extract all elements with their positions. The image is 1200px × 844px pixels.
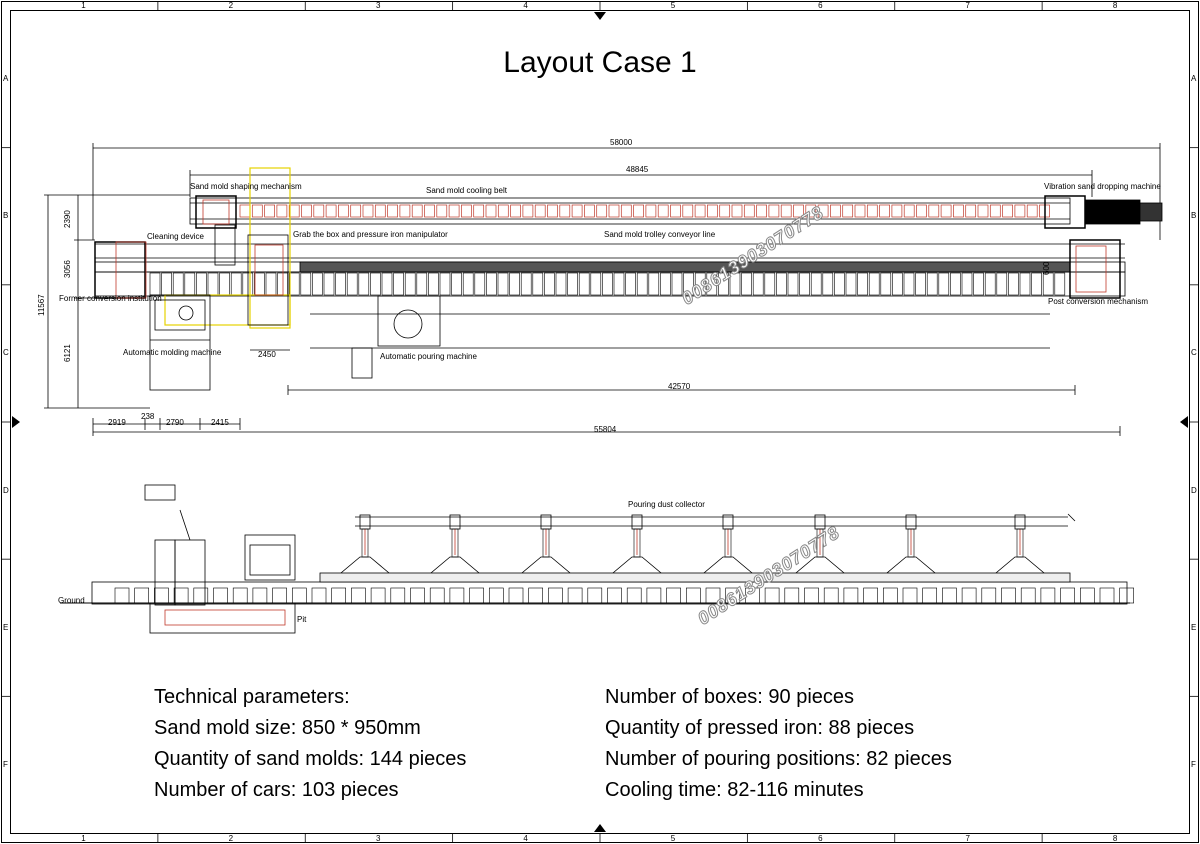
column-ref-3: 3 xyxy=(375,1,381,10)
row-ref-B: B xyxy=(1191,211,1197,221)
column-ref-1: 1 xyxy=(81,834,86,843)
label-former-conversion: Former conversion institution xyxy=(59,294,162,303)
row-ref-C: C xyxy=(1191,348,1197,358)
plan-view xyxy=(44,143,1163,436)
row-ref-C: C xyxy=(3,348,9,358)
elevation-view xyxy=(60,484,1134,634)
label-ground: Ground xyxy=(58,596,85,605)
column-ref-4: 4 xyxy=(523,834,528,843)
dim-2919: 2919 xyxy=(108,418,126,427)
dim-2390: 2390 xyxy=(63,210,72,228)
label-molding-machine: Automatic molding machine xyxy=(123,348,222,357)
label-shaping-mechanism: Sand mold shaping mechanism xyxy=(190,182,302,191)
dim-2790: 2790 xyxy=(166,418,184,427)
dim-55804: 55804 xyxy=(594,425,617,434)
row-ref-F: F xyxy=(1191,759,1196,769)
trolley-cells xyxy=(149,272,1066,296)
row-ref-F: F xyxy=(3,759,8,769)
column-ref-5: 5 xyxy=(670,1,676,10)
column-ref-8: 8 xyxy=(1112,1,1118,10)
label-manipulator: Grab the box and pressure iron manipulat… xyxy=(293,230,448,239)
column-ref-2: 2 xyxy=(228,1,234,10)
row-ref-A: A xyxy=(3,74,9,84)
param-right-1: Quantity of pressed iron: 88 pieces xyxy=(605,717,915,739)
column-ref-8: 8 xyxy=(1112,834,1118,843)
dim-600: 600 xyxy=(1042,261,1051,275)
column-ref-4: 4 xyxy=(523,1,528,10)
param-right-2: Number of pouring positions: 82 pieces xyxy=(605,748,952,770)
column-ref-2: 2 xyxy=(228,834,234,843)
dim-2450: 2450 xyxy=(258,350,276,359)
cooling-belt-cells xyxy=(239,204,1050,218)
column-ref-5: 5 xyxy=(670,834,676,843)
dim-48845: 48845 xyxy=(626,165,649,174)
param-left-2: Quantity of sand molds: 144 pieces xyxy=(154,748,467,770)
label-vibration-machine: Vibration sand dropping machine xyxy=(1044,182,1161,191)
label-post-conversion: Post conversion mechanism xyxy=(1048,297,1149,306)
drawing-title: Layout Case 1 xyxy=(503,46,697,79)
column-ref-7: 7 xyxy=(965,1,970,10)
column-ref-6: 6 xyxy=(818,1,823,10)
column-ref-6: 6 xyxy=(818,834,823,843)
label-cooling-belt: Sand mold cooling belt xyxy=(426,186,507,195)
row-ref-A: A xyxy=(1191,74,1197,84)
row-ref-E: E xyxy=(3,622,9,632)
centering-marks xyxy=(12,12,1188,832)
row-ref-D: D xyxy=(1191,485,1197,495)
param-left-1: Sand mold size: 850 * 950mm xyxy=(154,717,421,739)
rail-cells xyxy=(114,587,1134,604)
column-ref-1: 1 xyxy=(81,1,86,10)
dim-42570: 42570 xyxy=(668,382,691,391)
column-ref-7: 7 xyxy=(965,834,970,843)
param-right-3: Cooling time: 82-116 minutes xyxy=(605,779,864,801)
param-left-0: Technical parameters: xyxy=(154,686,350,708)
dim-238: 238 xyxy=(141,412,155,421)
param-right-0: Number of boxes: 90 pieces xyxy=(605,686,855,708)
dim-3056: 3056 xyxy=(63,260,72,278)
dim-11567: 11567 xyxy=(37,294,46,316)
dim-58000: 58000 xyxy=(610,138,633,147)
dust-collector-hoods xyxy=(333,514,1052,579)
dim-2415: 2415 xyxy=(211,418,229,427)
label-trolley-line: Sand mold trolley conveyor line xyxy=(604,230,716,239)
column-ref-3: 3 xyxy=(375,834,381,843)
label-pouring-machine: Automatic pouring machine xyxy=(380,352,477,361)
param-left-3: Number of cars: 103 pieces xyxy=(154,779,399,801)
dim-6121: 6121 xyxy=(63,344,72,362)
label-dust-collector: Pouring dust collector xyxy=(628,500,705,509)
label-pit: Pit xyxy=(297,615,307,624)
row-ref-B: B xyxy=(3,211,9,221)
label-cleaning-device: Cleaning device xyxy=(147,232,204,241)
row-ref-D: D xyxy=(3,485,9,495)
row-ref-E: E xyxy=(1191,622,1197,632)
